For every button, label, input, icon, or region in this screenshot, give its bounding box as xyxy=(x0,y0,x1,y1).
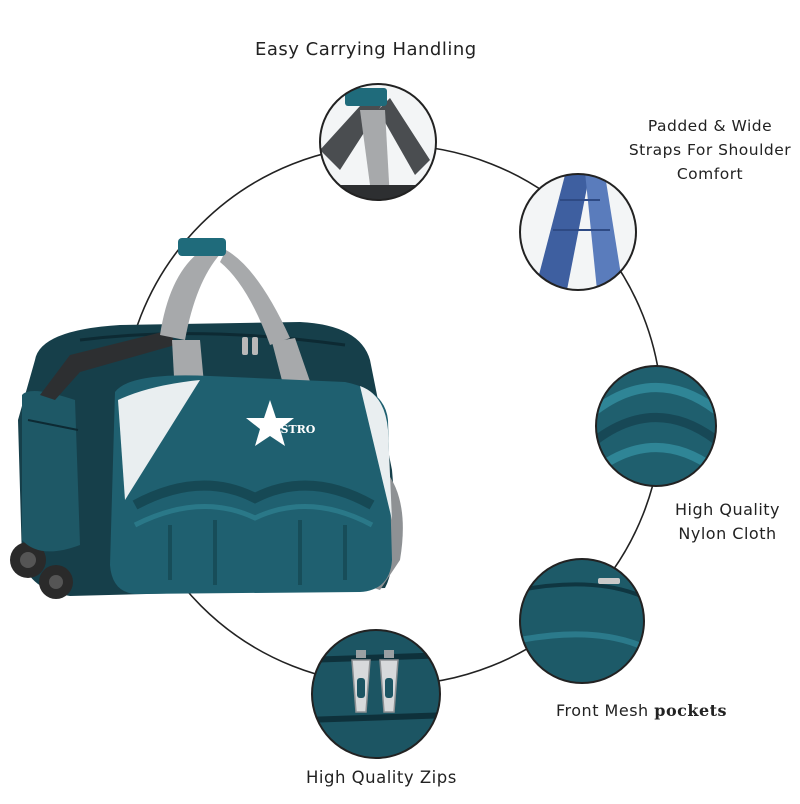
nylon-label-line-1: High Quality xyxy=(674,500,781,519)
straps-label-line-3: Comfort xyxy=(676,165,744,183)
mesh-label-part-2: pockets xyxy=(654,701,728,720)
mesh-label-part-1: Front Mesh xyxy=(556,701,649,720)
mesh-detail-bubble xyxy=(519,558,645,684)
strap-detail-bubble xyxy=(519,173,637,291)
straps-label-line-2: Straps For Shoulder xyxy=(628,141,792,159)
brand-logo-text: ASTRO xyxy=(271,423,316,436)
nylon-label-line-2: Nylon Cloth xyxy=(678,524,777,543)
mesh-feature-label: Front Mesh pockets xyxy=(556,699,727,723)
duffel-bag-image xyxy=(10,238,403,599)
handle-feature-label: Easy Carrying Handling xyxy=(255,39,477,60)
handle-detail-bubble xyxy=(319,83,437,201)
straps-feature-label: Padded & Wide Straps For Shoulder Comfor… xyxy=(625,114,795,186)
star-logo-icon xyxy=(246,400,294,446)
straps-label-line-1: Padded & Wide xyxy=(647,117,773,135)
nylon-feature-label: High Quality Nylon Cloth xyxy=(660,498,795,546)
zip-detail-bubble xyxy=(311,629,441,759)
zips-feature-label: High Quality Zips xyxy=(306,768,457,787)
nylon-detail-bubble xyxy=(595,365,717,487)
